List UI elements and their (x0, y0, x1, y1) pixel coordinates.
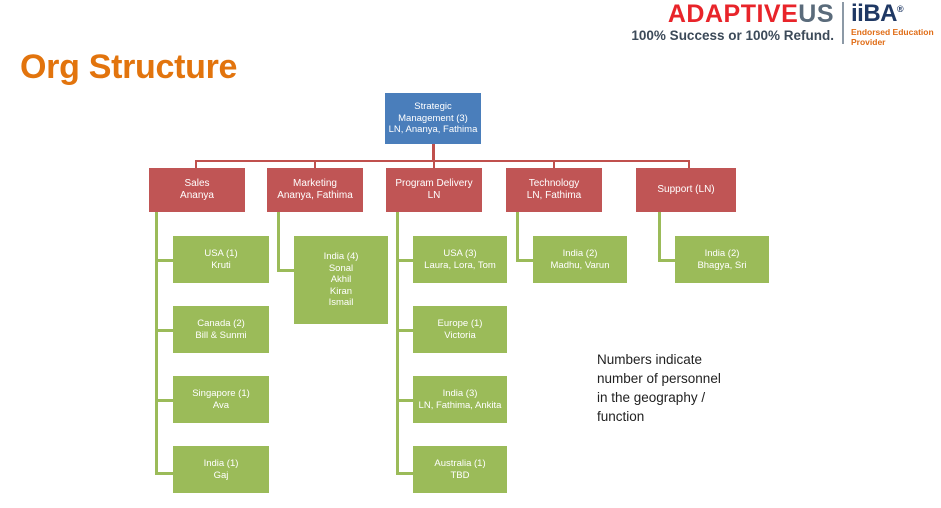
connector-marketing-stub-india (277, 269, 294, 272)
connector-sales-stub-canada (155, 329, 173, 332)
node-people: Ava (212, 399, 230, 411)
node-person-4: Ismail (328, 297, 354, 309)
adaptiveus-wordmark: ADAPTIVEUS (668, 2, 834, 27)
legend-line-1: Numbers indicate (597, 352, 703, 367)
connector-delivery-stub-usa (396, 259, 413, 262)
node-sales-india[interactable]: India (1) Gaj (173, 446, 269, 493)
node-delivery-india[interactable]: India (3) LN, Fathima, Ankita (413, 376, 507, 423)
connector-delivery-spine (396, 212, 399, 475)
node-people: LN, Fathima, Ankita (418, 399, 502, 411)
node-program-delivery[interactable]: Program Delivery LN (386, 168, 482, 212)
node-support[interactable]: Support (LN) (636, 168, 736, 212)
node-marketing-india[interactable]: India (4) Sonal Akhil Kiran Ismail (294, 236, 388, 324)
node-title: Sales (184, 177, 210, 189)
node-people: LN (427, 190, 441, 201)
node-delivery-usa[interactable]: USA (3) Laura, Lora, Tom (413, 236, 507, 283)
node-people: Madhu, Varun (550, 259, 610, 271)
node-sales[interactable]: Sales Ananya (149, 168, 245, 212)
node-marketing[interactable]: Marketing Ananya, Fathima (267, 168, 363, 212)
connector-drop-delivery (433, 160, 435, 169)
node-support-india[interactable]: India (2) Bhagya, Sri (675, 236, 769, 283)
connector-sales-stub-usa (155, 259, 173, 262)
connector-delivery-stub-australia (396, 472, 413, 475)
node-title: Singapore (1) (192, 387, 250, 399)
node-people: Bill & Sunmi (195, 329, 247, 341)
node-title: Australia (1) (434, 457, 486, 469)
node-title: India (2) (704, 247, 740, 259)
node-title: USA (3) (443, 247, 477, 259)
node-technology[interactable]: Technology LN, Fathima (506, 168, 602, 212)
node-person-1: Sonal (328, 262, 354, 274)
node-people: Ananya (180, 190, 214, 201)
brand-divider (842, 2, 844, 44)
node-people: Bhagya, Sri (697, 259, 747, 271)
node-title: India (2) (562, 247, 598, 259)
iiba-mark-text: iiBA (851, 0, 898, 27)
node-title: USA (1) (204, 247, 238, 259)
node-title: Marketing (293, 177, 337, 189)
node-title: India (4) (323, 251, 359, 263)
node-sales-canada[interactable]: Canada (2) Bill & Sunmi (173, 306, 269, 353)
connector-delivery-stub-india (396, 399, 413, 402)
iiba-logo: iiBA® Endorsed Education Provider (851, 2, 937, 48)
connector-sales-stub-singapore (155, 399, 173, 402)
connector-drop-technology (553, 160, 555, 169)
node-people: Ananya, Fathima (277, 190, 353, 201)
legend-line-2: number of personnel (597, 371, 721, 387)
node-title: Support (LN) (657, 183, 715, 195)
connector-root-drop (432, 144, 435, 162)
node-person-3: Kiran (329, 285, 353, 297)
node-title: Program Delivery (395, 177, 473, 189)
page-title: Org Structure (20, 48, 238, 86)
brand-header: ADAPTIVEUS 100% Success or 100% Refund. … (631, 2, 937, 47)
connector-support-stub-india (658, 259, 675, 262)
connector-technology-spine (516, 212, 519, 262)
node-delivery-australia[interactable]: Australia (1) TBD (413, 446, 507, 493)
node-title: India (3) (442, 387, 478, 399)
node-people: LN, Ananya, Fathima (388, 124, 478, 136)
connector-marketing-spine (277, 212, 280, 272)
legend-line-3: in the geography / (597, 390, 706, 406)
node-title: Technology (528, 177, 580, 189)
legend-line-4: function (597, 409, 645, 425)
connector-sales-spine (155, 212, 158, 475)
node-title-line1: Strategic (414, 101, 452, 113)
node-people: TBD (450, 469, 470, 481)
iiba-wordmark: iiBA® (851, 0, 904, 27)
node-strategic-management[interactable]: Strategic Management (3) LN, Ananya, Fat… (385, 93, 481, 144)
node-delivery-europe[interactable]: Europe (1) Victoria (413, 306, 507, 353)
connector-technology-stub-india (516, 259, 533, 262)
adaptiveus-logo: ADAPTIVEUS 100% Success or 100% Refund. (631, 2, 842, 44)
connector-sales-stub-india (155, 472, 173, 475)
legend-note: Numbers indicate number of personnel in … (597, 350, 787, 427)
iiba-subtitle: Endorsed Education Provider (851, 27, 934, 47)
node-people: Kruti (211, 259, 231, 271)
node-title: India (1) (203, 457, 239, 469)
connector-root-bus (196, 160, 690, 162)
connector-drop-sales (195, 160, 197, 169)
node-title-line2: Management (3) (398, 112, 468, 124)
wordmark-us: US (798, 0, 834, 28)
node-sales-singapore[interactable]: Singapore (1) Ava (173, 376, 269, 423)
connector-drop-marketing (314, 160, 316, 169)
connector-drop-support (688, 160, 690, 169)
node-technology-india[interactable]: India (2) Madhu, Varun (533, 236, 627, 283)
connector-support-spine (658, 212, 661, 262)
node-person-2: Akhil (330, 274, 352, 286)
brand-tagline: 100% Success or 100% Refund. (631, 28, 834, 43)
node-people: Victoria (444, 329, 476, 341)
wordmark-adaptive: ADAPTIVE (667, 0, 799, 28)
node-sales-usa[interactable]: USA (1) Kruti (173, 236, 269, 283)
node-people: LN, Fathima (526, 190, 582, 201)
node-people: Gaj (213, 469, 229, 481)
registered-icon: ® (897, 4, 904, 14)
node-title: Canada (2) (197, 317, 245, 329)
node-title: Europe (1) (437, 317, 483, 329)
node-people: Laura, Lora, Tom (424, 259, 496, 271)
connector-delivery-stub-europe (396, 329, 413, 332)
